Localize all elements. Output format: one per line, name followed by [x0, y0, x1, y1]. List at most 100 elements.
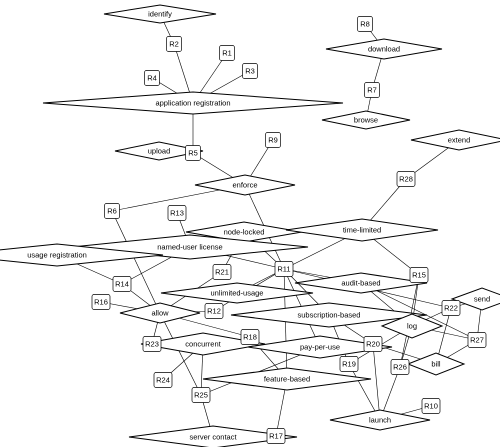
- rule-node-r9: R9: [265, 132, 281, 148]
- rule-box: [390, 359, 410, 375]
- rule-label: R3: [245, 67, 255, 76]
- rule-node-r2: R2: [166, 36, 182, 52]
- rule-label: R13: [170, 209, 184, 218]
- rule-node-r6: R6: [104, 203, 120, 219]
- concept-label: time-limited: [343, 226, 381, 235]
- rule-node-r20: R20: [363, 336, 383, 352]
- concept-diamond: [194, 174, 296, 196]
- concept-label: feature-based: [264, 375, 310, 384]
- rule-box: [265, 132, 281, 148]
- concept-diamond: [406, 352, 466, 376]
- rule-label: R8: [360, 20, 370, 29]
- concept-diamond: [103, 4, 217, 24]
- rule-node-r18: R18: [240, 329, 260, 345]
- concept-label: concurrent: [185, 340, 221, 349]
- rule-box: [212, 264, 232, 280]
- concept-label: upload: [148, 147, 171, 156]
- concept-diamond: [410, 129, 500, 151]
- concept-browse: browse: [321, 110, 411, 130]
- edge-allow-R25: [159, 312, 202, 396]
- rule-box: [142, 336, 162, 352]
- rule-label: R26: [393, 363, 407, 372]
- rule-label: R2: [169, 40, 179, 49]
- concept-audit-based: audit-based: [294, 272, 428, 294]
- rule-box: [339, 356, 359, 372]
- rule-node-r7: R7: [364, 82, 380, 98]
- concept-label: named-user license: [157, 243, 222, 252]
- concept-usage-registration: usage registration: [0, 243, 164, 267]
- concept-application-registration: application registration: [42, 91, 344, 115]
- edge-R11-feature-based: [283, 268, 288, 380]
- concept-enforce: enforce: [194, 174, 296, 196]
- concept-label: launch: [369, 416, 391, 425]
- rule-node-r17: R17: [266, 428, 286, 444]
- rule-box: [166, 36, 182, 52]
- rule-label: R12: [207, 307, 221, 316]
- concept-diamond: [202, 367, 372, 391]
- rule-node-r13: R13: [167, 205, 187, 221]
- rule-node-r24: R24: [153, 372, 173, 388]
- rule-label: R4: [147, 74, 157, 83]
- concept-allow: allow: [119, 302, 201, 324]
- rule-box: [441, 300, 461, 316]
- rule-node-r27: R27: [467, 332, 487, 348]
- rule-node-r16: R16: [91, 294, 111, 310]
- concept-label: node-locked: [224, 228, 265, 237]
- rule-node-r14: R14: [112, 276, 132, 292]
- concept-subscription-based: subscription-based: [230, 302, 428, 328]
- concept-time-limited: time-limited: [285, 218, 439, 242]
- rule-box: [266, 428, 286, 444]
- rule-box: [153, 372, 173, 388]
- concept-diamond: [128, 425, 298, 447]
- concept-diamond: [247, 335, 393, 359]
- concept-diamond: [42, 91, 344, 115]
- rule-box: [421, 398, 441, 414]
- concept-identify: identify: [103, 4, 217, 24]
- rule-node-r4: R4: [144, 70, 160, 86]
- rule-node-r26: R26: [390, 359, 410, 375]
- concept-bill: bill: [406, 352, 466, 376]
- concept-diamond: [321, 110, 411, 130]
- rule-node-r19: R19: [339, 356, 359, 372]
- rule-label: R27: [470, 336, 484, 345]
- concept-label: browse: [354, 116, 378, 125]
- concept-label: send: [474, 295, 490, 304]
- rule-box: [204, 303, 224, 319]
- edge-R20-launch: [372, 343, 381, 421]
- concept-log: log: [380, 313, 444, 339]
- rule-box: [185, 145, 201, 161]
- rule-label: R9: [268, 136, 278, 145]
- rule-box: [467, 332, 487, 348]
- rule-label: R18: [243, 333, 257, 342]
- rule-box: [91, 294, 111, 310]
- rule-box: [240, 329, 260, 345]
- rule-label: R11: [277, 265, 290, 274]
- rule-box: [357, 16, 373, 32]
- rule-node-r28: R28: [396, 171, 416, 187]
- concept-diamond: [450, 287, 500, 311]
- rule-node-r11: R11: [274, 261, 294, 277]
- rule-label: R10: [424, 402, 438, 411]
- concept-diamond: [114, 141, 204, 161]
- rule-label: R15: [412, 271, 426, 280]
- concept-diamond: [285, 218, 439, 242]
- rule-node-r3: R3: [242, 63, 258, 79]
- concept-label: identify: [148, 10, 172, 19]
- rule-node-r22: R22: [441, 300, 461, 316]
- rule-box: [104, 203, 120, 219]
- rule-box: [409, 267, 429, 283]
- concept-download: download: [325, 38, 443, 60]
- concept-label: application registration: [155, 99, 230, 108]
- concept-label: bill: [431, 360, 441, 369]
- rule-label: R16: [94, 298, 108, 307]
- concept-label: usage registration: [27, 251, 87, 260]
- rule-label: R24: [156, 376, 170, 385]
- concept-unlimited-usage: unlimited-usage: [160, 282, 314, 304]
- rule-node-r15: R15: [409, 267, 429, 283]
- concept-diamond: [325, 38, 443, 60]
- rule-node-r8: R8: [357, 16, 373, 32]
- rule-box: [363, 336, 383, 352]
- edge-audit-based-R27: [360, 282, 478, 341]
- rule-node-r12: R12: [204, 303, 224, 319]
- rule-label: R28: [399, 175, 413, 184]
